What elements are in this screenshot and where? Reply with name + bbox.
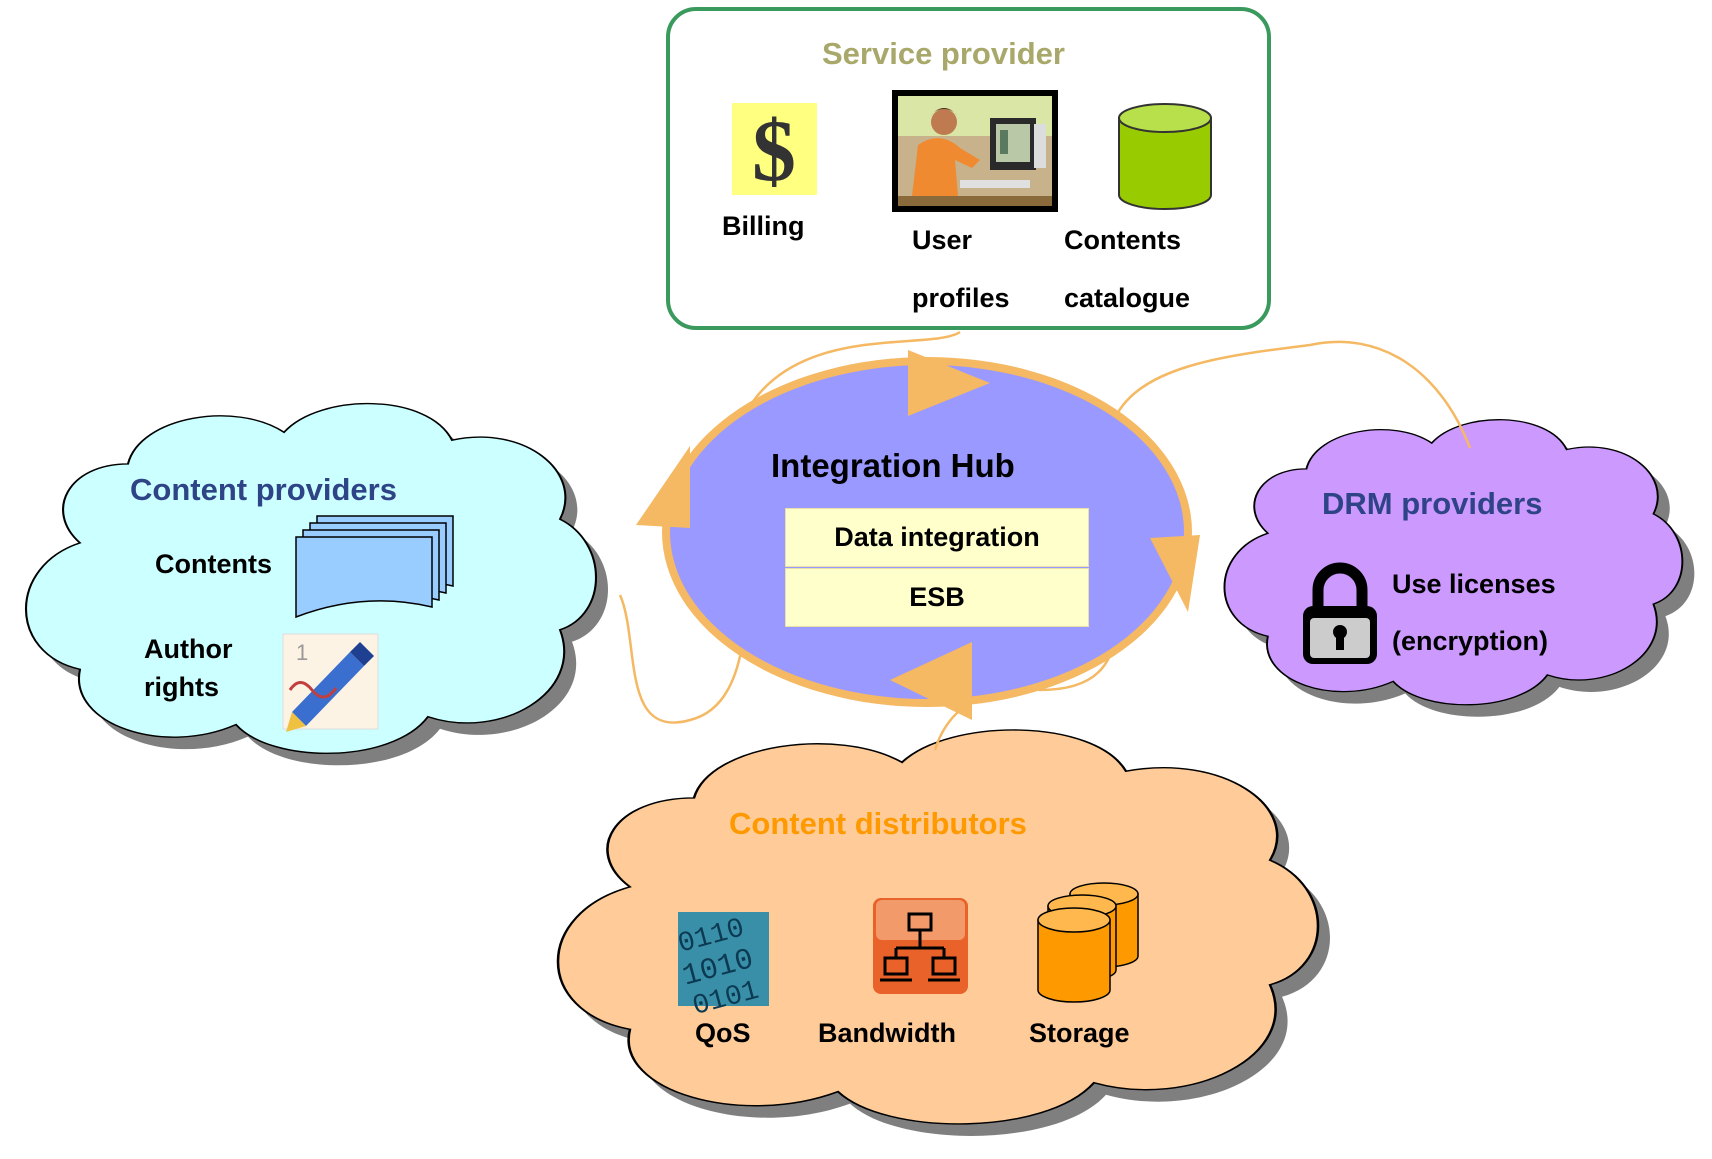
hub-layer-data-integration: Data integration	[785, 508, 1089, 567]
use-licenses-label-line1: Use licenses	[1392, 569, 1556, 599]
content-distributors-title: Content distributors	[729, 806, 1027, 841]
svg-text:1: 1	[296, 640, 308, 665]
dollar-icon: $	[732, 103, 817, 200]
hub-layer-label: ESB	[909, 582, 965, 612]
drm-providers-title: DRM providers	[1322, 486, 1543, 521]
user-at-computer-icon	[892, 90, 1058, 212]
contents-catalogue-label-line1: Contents	[1064, 225, 1181, 255]
binary-data-icon: 0110 1010 0101	[675, 912, 769, 1023]
documents-stack-icon	[295, 515, 454, 619]
database-cylinder-icon	[1118, 103, 1212, 210]
contents-label: Contents	[155, 549, 272, 579]
use-licenses-label-line2: (encryption)	[1392, 626, 1549, 656]
billing-label: Billing	[722, 211, 805, 241]
contents-catalogue-label-line2: catalogue	[1064, 283, 1191, 313]
bandwidth-label: Bandwidth	[818, 1018, 956, 1048]
hub-layer-esb: ESB	[785, 568, 1089, 627]
service-provider-title: Service provider	[822, 36, 1065, 71]
qos-label: QoS	[695, 1018, 751, 1048]
svg-text:$: $	[752, 103, 796, 200]
padlock-icon	[1303, 562, 1377, 664]
author-rights-label-line1: Author	[144, 634, 233, 664]
storage-label: Storage	[1029, 1018, 1130, 1048]
hub-cycle-arrows	[636, 350, 1200, 720]
connector-curves	[618, 330, 1472, 751]
author-rights-label-line2: rights	[144, 672, 220, 702]
user-profiles-label-line2: profiles	[912, 283, 1010, 313]
hub-title: Integration Hub	[771, 447, 1015, 484]
hub-layer-label: Data integration	[834, 522, 1040, 552]
storage-cylinders-icon	[1037, 882, 1139, 1003]
pen-signature-icon: 1	[282, 633, 379, 732]
user-profiles-label-line1: User	[912, 225, 973, 255]
network-icon	[873, 898, 968, 994]
content-providers-title: Content providers	[130, 472, 397, 507]
